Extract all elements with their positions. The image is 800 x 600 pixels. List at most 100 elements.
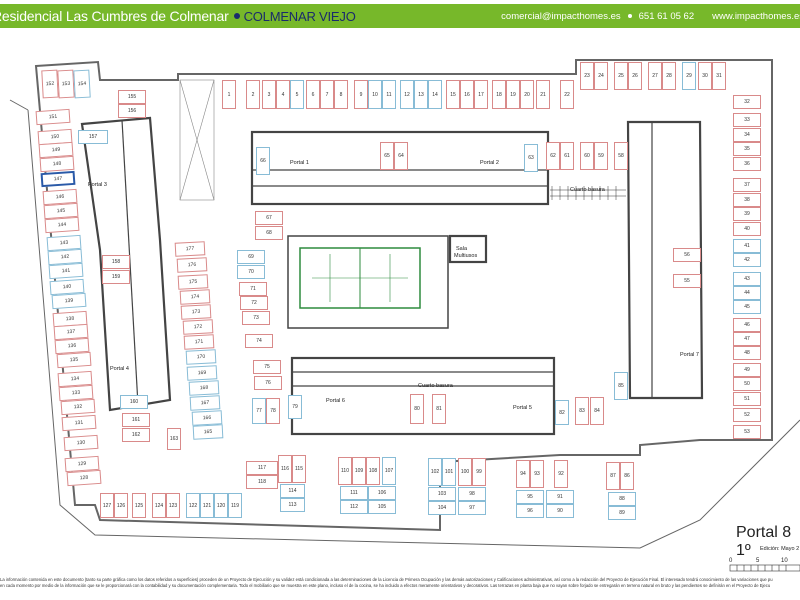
parking-space-82[interactable]: 82 — [555, 400, 569, 425]
parking-space-45[interactable]: 45 — [733, 300, 761, 314]
parking-space-59[interactable]: 59 — [594, 142, 608, 170]
parking-space-130[interactable]: 130 — [63, 434, 99, 452]
parking-space-25[interactable]: 25 — [614, 62, 628, 90]
contact-email[interactable]: comercial@impacthomes.es — [501, 11, 621, 22]
parking-space-90[interactable]: 90 — [546, 504, 574, 518]
parking-space-126[interactable]: 126 — [114, 493, 128, 518]
parking-space-112[interactable]: 112 — [340, 500, 368, 514]
parking-space-73[interactable]: 73 — [242, 311, 270, 325]
parking-space-101[interactable]: 101 — [442, 458, 456, 486]
parking-space-94[interactable]: 94 — [516, 460, 530, 488]
parking-space-15[interactable]: 15 — [446, 80, 460, 109]
parking-space-169[interactable]: 169 — [187, 365, 218, 381]
parking-space-28[interactable]: 28 — [662, 62, 676, 90]
parking-space-96[interactable]: 96 — [516, 504, 544, 518]
parking-space-3[interactable]: 3 — [262, 80, 276, 109]
parking-space-148[interactable]: 148 — [39, 155, 75, 173]
parking-space-151[interactable]: 151 — [35, 108, 71, 126]
parking-space-122[interactable]: 122 — [186, 493, 200, 518]
parking-space-88[interactable]: 88 — [608, 492, 636, 506]
parking-space-72[interactable]: 72 — [240, 296, 268, 310]
parking-space-95[interactable]: 95 — [516, 490, 544, 504]
parking-space-168[interactable]: 168 — [188, 380, 220, 396]
parking-space-165[interactable]: 165 — [192, 424, 224, 440]
parking-space-51[interactable]: 51 — [733, 392, 761, 406]
parking-space-124[interactable]: 124 — [152, 493, 166, 518]
parking-space-80[interactable]: 80 — [410, 394, 424, 424]
contact-website[interactable]: www.impacthomes.es — [712, 11, 800, 22]
parking-space-66[interactable]: 66 — [256, 147, 270, 175]
parking-space-79[interactable]: 79 — [288, 395, 302, 419]
parking-space-43[interactable]: 43 — [733, 272, 761, 286]
parking-space-92[interactable]: 92 — [554, 460, 568, 488]
parking-space-176[interactable]: 176 — [176, 257, 207, 273]
parking-space-5[interactable]: 5 — [290, 80, 304, 109]
parking-space-144[interactable]: 144 — [44, 216, 80, 234]
parking-space-4[interactable]: 4 — [276, 80, 290, 109]
parking-space-12[interactable]: 12 — [400, 80, 414, 109]
parking-space-35[interactable]: 35 — [733, 142, 761, 156]
parking-space-21[interactable]: 21 — [536, 80, 550, 109]
parking-space-97[interactable]: 97 — [458, 501, 486, 515]
parking-space-60[interactable]: 60 — [580, 142, 594, 170]
parking-space-20[interactable]: 20 — [520, 80, 534, 109]
parking-space-48[interactable]: 48 — [733, 346, 761, 360]
contact-phone[interactable]: 651 61 05 62 — [638, 11, 695, 22]
parking-space-47[interactable]: 47 — [733, 332, 761, 346]
parking-space-87[interactable]: 87 — [606, 462, 620, 490]
parking-space-84[interactable]: 84 — [590, 397, 604, 425]
parking-space-172[interactable]: 172 — [182, 319, 214, 335]
parking-space-65[interactable]: 65 — [380, 142, 394, 170]
parking-space-26[interactable]: 26 — [628, 62, 642, 90]
parking-space-29[interactable]: 29 — [682, 62, 696, 90]
parking-space-38[interactable]: 38 — [733, 193, 761, 207]
parking-space-86[interactable]: 86 — [620, 462, 634, 490]
parking-space-62[interactable]: 62 — [546, 142, 560, 170]
parking-space-156[interactable]: 156 — [118, 104, 146, 118]
parking-space-68[interactable]: 68 — [255, 226, 283, 240]
parking-space-81[interactable]: 81 — [432, 394, 446, 424]
parking-space-125[interactable]: 125 — [132, 493, 146, 518]
parking-space-135[interactable]: 135 — [56, 351, 92, 369]
parking-space-27[interactable]: 27 — [648, 62, 662, 90]
parking-space-50[interactable]: 50 — [733, 377, 761, 391]
parking-space-32[interactable]: 32 — [733, 95, 761, 109]
parking-space-98[interactable]: 98 — [458, 487, 486, 501]
parking-space-9[interactable]: 9 — [354, 80, 368, 109]
parking-space-128[interactable]: 128 — [66, 469, 102, 487]
parking-space-117[interactable]: 117 — [246, 461, 278, 475]
parking-space-155[interactable]: 155 — [118, 90, 146, 104]
parking-space-76[interactable]: 76 — [254, 376, 282, 390]
parking-space-7[interactable]: 7 — [320, 80, 334, 109]
parking-space-116[interactable]: 116 — [278, 455, 292, 483]
parking-space-119[interactable]: 119 — [228, 493, 242, 518]
parking-space-110[interactable]: 110 — [338, 457, 352, 485]
parking-space-159[interactable]: 159 — [102, 270, 130, 284]
parking-space-10[interactable]: 10 — [368, 80, 382, 109]
parking-space-152[interactable]: 152 — [41, 69, 59, 99]
parking-space-111[interactable]: 111 — [340, 486, 368, 500]
parking-space-131[interactable]: 131 — [61, 414, 97, 432]
parking-space-63[interactable]: 63 — [524, 144, 538, 172]
parking-space-34[interactable]: 34 — [733, 128, 761, 142]
parking-space-1[interactable]: 1 — [222, 80, 236, 109]
parking-space-118[interactable]: 118 — [246, 475, 278, 489]
parking-space-99[interactable]: 99 — [472, 458, 486, 486]
parking-space-19[interactable]: 19 — [506, 80, 520, 109]
parking-space-167[interactable]: 167 — [190, 395, 221, 411]
parking-space-115[interactable]: 115 — [292, 455, 306, 483]
parking-space-55[interactable]: 55 — [673, 274, 701, 288]
parking-space-171[interactable]: 171 — [183, 334, 215, 350]
parking-space-154[interactable]: 154 — [73, 69, 91, 99]
parking-space-157[interactable]: 157 — [78, 130, 108, 144]
parking-space-120[interactable]: 120 — [214, 493, 228, 518]
parking-space-83[interactable]: 83 — [575, 397, 589, 425]
parking-space-41[interactable]: 41 — [733, 239, 761, 253]
parking-space-102[interactable]: 102 — [428, 458, 442, 486]
parking-space-74[interactable]: 74 — [245, 334, 273, 348]
parking-space-36[interactable]: 36 — [733, 157, 761, 171]
parking-space-61[interactable]: 61 — [560, 142, 574, 170]
parking-space-64[interactable]: 64 — [394, 142, 408, 170]
parking-space-2[interactable]: 2 — [246, 80, 260, 109]
parking-space-17[interactable]: 17 — [474, 80, 488, 109]
